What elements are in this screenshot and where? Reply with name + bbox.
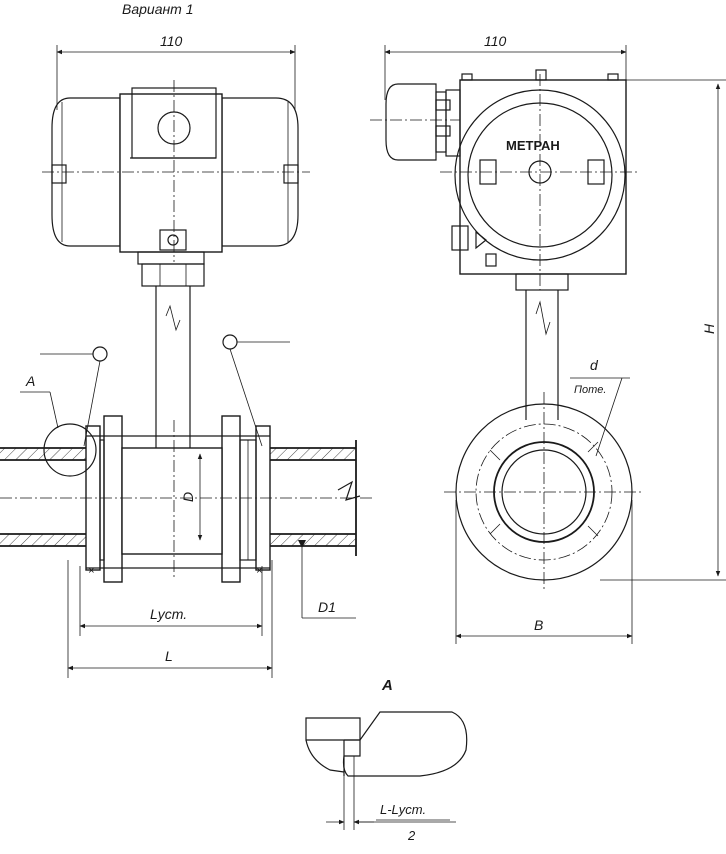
- top-tab-1: [461, 73, 473, 81]
- weld-marker-left: [92, 346, 108, 362]
- detail-A-leader: [49, 391, 59, 429]
- dim-D-label: D: [180, 492, 196, 502]
- pipe-break: [337, 480, 361, 501]
- top-tab-2: [535, 69, 547, 81]
- side-view: 110 МЕТРАН: [370, 33, 726, 644]
- meter-body: [121, 447, 223, 555]
- weld-marker-right: [222, 334, 238, 350]
- bolt-hole-1: [489, 449, 501, 461]
- dim-110-right-label: 110: [484, 33, 507, 49]
- right-cap-lock: [283, 164, 299, 184]
- stem-break: [165, 304, 181, 332]
- dim-D1-arrow: [298, 540, 306, 548]
- dim-Lust-label: Lуст.: [150, 606, 187, 622]
- detail-formula-denominator: 2: [407, 828, 416, 843]
- dim-D1-label: D1: [318, 599, 336, 615]
- detail-A-ref: A: [25, 373, 35, 389]
- dim-110-left-label: 110: [160, 33, 183, 49]
- dim-B-label: B: [534, 617, 543, 633]
- bolt-d-leader: [595, 377, 623, 457]
- detail-A-circle: [43, 423, 97, 477]
- cable-gland: [385, 83, 437, 161]
- detail-flange-body: [342, 711, 468, 777]
- weld-marker-left-leader: [83, 360, 101, 447]
- variant-label: Вариант 1: [122, 1, 194, 17]
- pipe-right-top-hatch: [270, 448, 356, 460]
- ground-screw-block: [159, 229, 187, 251]
- cable-gland-nut: [435, 91, 447, 153]
- ground-nut: [485, 253, 497, 267]
- pipe-left-bot-hatch: [0, 534, 86, 546]
- front-view: Вариант 1 110: [0, 1, 372, 678]
- housing-body: [119, 93, 223, 253]
- bolt-hole-2: [587, 441, 599, 453]
- side-stem-break: [535, 300, 551, 336]
- left-cap-lock: [51, 164, 67, 184]
- ground-arrow: [475, 230, 487, 250]
- pipe-right-bot-hatch: [270, 534, 356, 546]
- gasket-left: [99, 439, 105, 561]
- detail-A-view: A L-Lуст. 2: [305, 677, 468, 843]
- bolt-hole-4: [587, 525, 599, 537]
- weld-marker-right-leader: [229, 348, 263, 447]
- meter-flange-right: [221, 415, 241, 583]
- neck-nut: [141, 263, 205, 287]
- housing-right-cap: [221, 97, 299, 247]
- housing-left-cap: [51, 97, 121, 247]
- detail-A-title: A: [381, 677, 393, 694]
- gland-boss: [445, 89, 461, 157]
- brand-label: МЕТРАН: [506, 138, 560, 153]
- dim-L-label: L: [165, 648, 173, 664]
- neck-collar: [137, 251, 205, 265]
- pipe-left-top-hatch: [0, 448, 86, 460]
- detail-pipe-curve: [305, 739, 345, 773]
- cross-mark-left: ×: [88, 565, 94, 577]
- ground-terminal: [451, 225, 469, 251]
- meter-flange-left: [103, 415, 123, 583]
- dim-H-label: H: [701, 323, 717, 334]
- side-housing-body: [459, 79, 627, 275]
- ground-screw: [167, 234, 179, 246]
- cross-mark-right: ×: [256, 565, 262, 577]
- gland-clamp-2: [435, 125, 451, 137]
- bolt-d-sub-label: Поте.: [574, 384, 606, 396]
- detail-pipe-wall: [305, 717, 361, 741]
- detail-formula-numerator: L-Lуст.: [380, 802, 426, 817]
- gland-clamp-1: [435, 99, 451, 111]
- side-neck: [515, 273, 569, 291]
- bolt-hole-3: [489, 523, 501, 535]
- top-tab-3: [607, 73, 619, 81]
- bolt-d-label: d: [590, 357, 599, 373]
